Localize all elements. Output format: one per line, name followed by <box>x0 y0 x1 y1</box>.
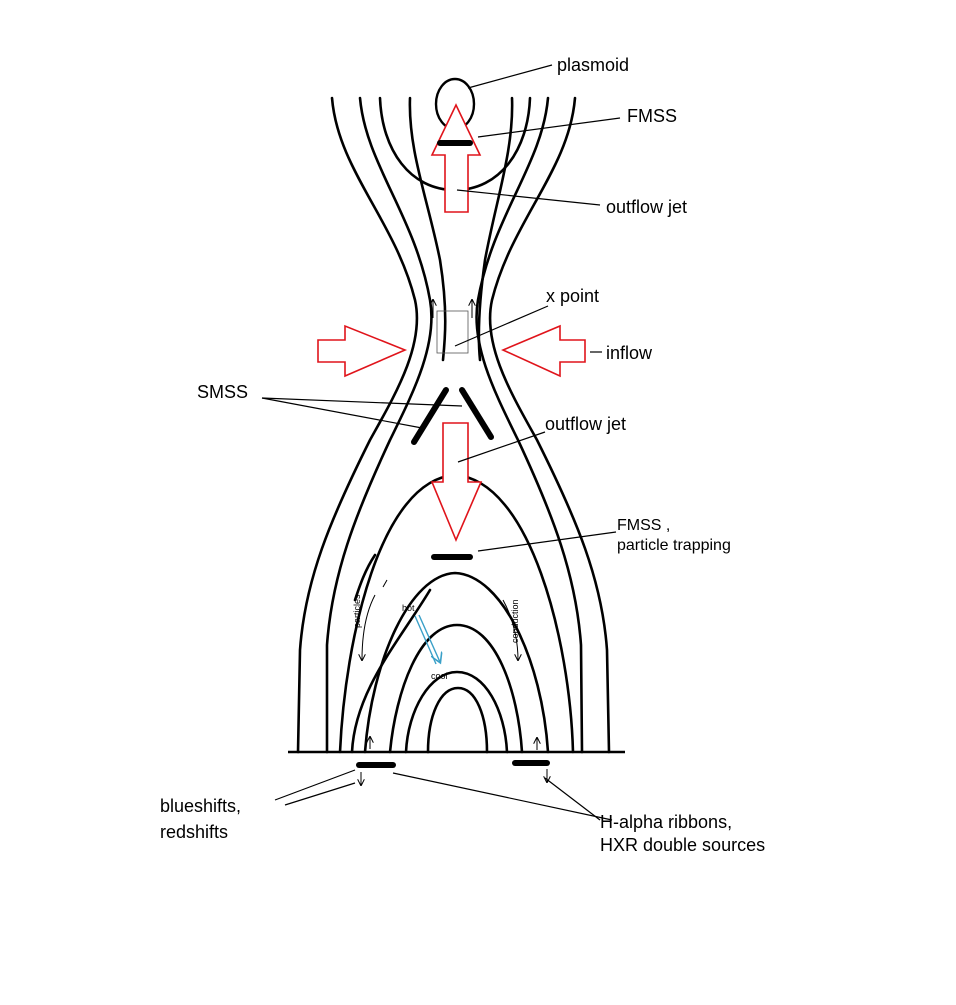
smss-right-bar <box>459 387 494 440</box>
inflow-label: inflow <box>606 343 653 363</box>
outflow-jet-bottom-label: outflow jet <box>545 414 626 434</box>
fmss-top-label: FMSS <box>627 106 677 126</box>
smss-left-bar <box>411 387 449 445</box>
fmss-trap-label-1: FMSS , <box>617 517 670 534</box>
particles-arrow <box>362 594 376 660</box>
shock-bars <box>356 140 550 768</box>
shifts-label-1: blueshifts, <box>160 796 241 816</box>
field-lines-open <box>296 96 611 754</box>
x-point-marker <box>433 300 472 354</box>
x-point-box <box>436 310 469 354</box>
inflow-right-arrow <box>501 324 586 378</box>
outflow-jet-top-label: outflow jet <box>606 197 687 217</box>
flow-arrows <box>317 103 586 543</box>
conduction-arrow <box>502 599 518 660</box>
outflow-jet-down-arrow <box>430 422 483 543</box>
cool-label: cool <box>431 671 448 681</box>
ribbons-label-2: HXR double sources <box>600 835 765 855</box>
shifts-label-2: redshifts <box>160 822 228 842</box>
ribbons-label-1: H-alpha ribbons, <box>600 812 732 832</box>
outflow-jet-up-arrow <box>430 103 482 213</box>
x-point-label: x point <box>546 286 599 306</box>
conduction-label: conduction <box>510 599 520 643</box>
fmss-trap-label-2: particle trapping <box>617 537 731 554</box>
heat-flow-arrow <box>414 614 440 664</box>
plasmoid-label: plasmoid <box>557 55 629 75</box>
smss-label: SMSS <box>197 382 248 402</box>
particles-label: particles <box>352 594 362 628</box>
leader-lines <box>261 64 621 821</box>
footpoint-arrows <box>361 737 547 785</box>
hot-label: hot <box>402 603 415 613</box>
particles-dash <box>382 579 388 588</box>
inflow-left-arrow <box>317 324 408 378</box>
